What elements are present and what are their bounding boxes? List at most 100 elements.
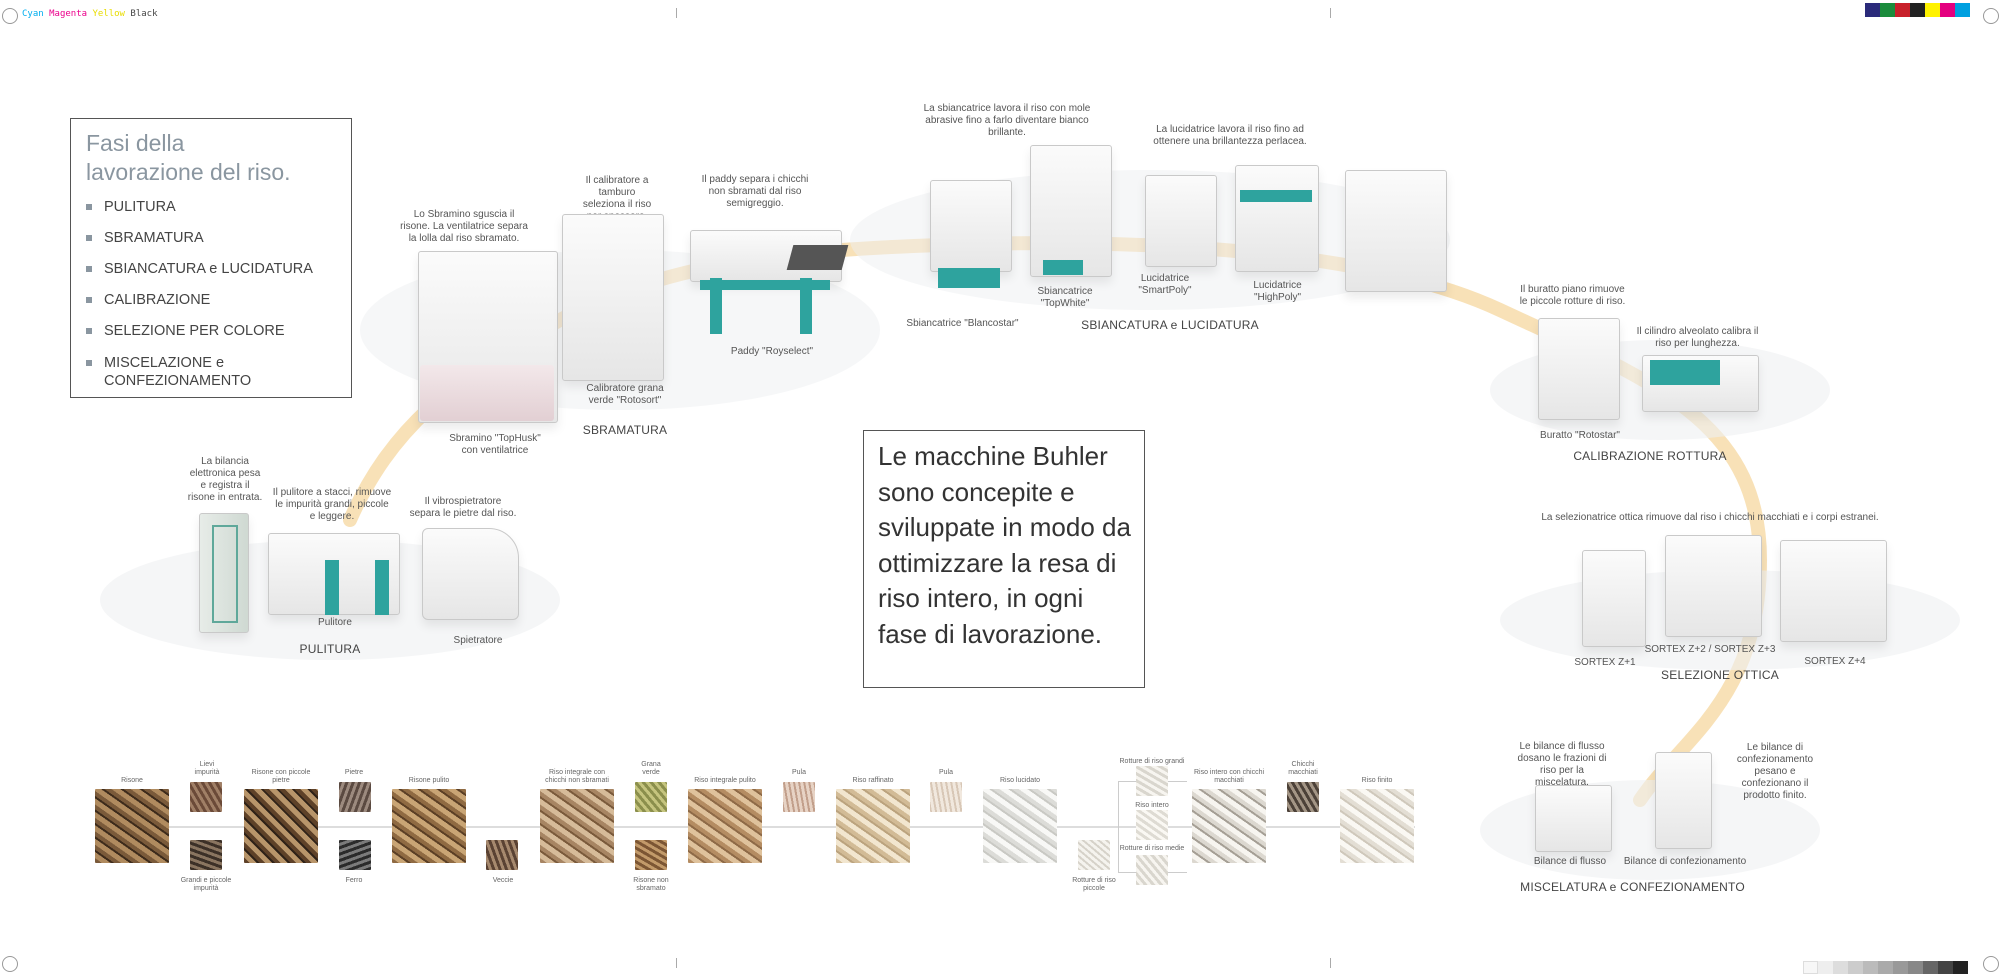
sample-label: Riso finito — [1361, 777, 1393, 784]
sample-raffinato — [836, 789, 910, 863]
sample-label: Risone — [121, 777, 143, 784]
legend-item-label: PULITURA — [104, 199, 176, 215]
sample-rotture-grandi — [1136, 766, 1168, 796]
sample-pula1 — [783, 782, 815, 812]
desc-buratto: Il buratto piano rimuove le piccole rott… — [1519, 284, 1626, 307]
sample-label: Risone con piccole pietre — [251, 769, 311, 784]
sample-label: Grana verde — [641, 761, 661, 776]
label-topwhite: Sbiancatrice "TopWhite" — [1037, 286, 1093, 309]
sample-lievi — [190, 782, 222, 812]
machine-polisher-large — [1345, 170, 1447, 292]
machine-blancostar — [930, 180, 1012, 272]
legend-item-label: CALIBRAZIONE — [104, 292, 211, 308]
sample-riso-intero — [1136, 810, 1168, 840]
sample-label: Risone pulito — [408, 777, 450, 784]
label-confezionamento: Bilance di confezionamento — [1623, 856, 1747, 867]
sample-grandi — [190, 840, 222, 870]
registration-mark-icon — [2, 8, 18, 24]
sample-risone-pulito — [392, 789, 466, 863]
crop-mark — [676, 8, 677, 18]
quote-text: Le macchine Buhler sono concepite e svil… — [878, 441, 1131, 649]
sample-integrale-non-sbramati — [540, 789, 614, 863]
desc-paddy: Il paddy separa i chicchi non sbramati d… — [701, 174, 809, 209]
label-flusso: Bilance di flusso — [1533, 856, 1607, 867]
sample-intero-macchiati — [1192, 789, 1266, 863]
sample-finito — [1340, 789, 1414, 863]
legend-item-selezione: SELEZIONE PER COLORE — [86, 323, 285, 339]
sample-label: Riso intero con chicchi macchiati — [1193, 769, 1265, 784]
sample-pietre — [339, 782, 371, 812]
label-spietratore: Spietratore — [453, 635, 503, 646]
color-bar-text: Cyan Magenta Yellow Black — [22, 9, 158, 19]
stage-sbramatura: SBRAMATURA — [582, 423, 668, 437]
machine-bilancia — [199, 513, 249, 633]
bullet-icon — [86, 266, 92, 273]
sample-risone-non-sbramato — [635, 840, 667, 870]
machine-sortex1 — [1582, 550, 1646, 647]
swatch — [1925, 3, 1940, 17]
machine-sbramino-base — [420, 365, 554, 421]
swatch — [1910, 3, 1925, 17]
machine-calibratore — [562, 214, 664, 381]
machine-spietratore — [422, 528, 519, 620]
desc-sbramino: Lo Sbramino sguscia il risone. La ventil… — [400, 209, 528, 244]
bullet-icon — [86, 328, 92, 335]
machine-pulitore-leg — [325, 560, 339, 615]
sample-label: Riso intero — [1135, 802, 1169, 809]
sample-label: Veccie — [492, 877, 514, 884]
yellow-label: Yellow — [92, 9, 125, 19]
label-calibratore: Calibratore grana verde "Rotosort" — [586, 383, 664, 406]
crop-mark — [1330, 958, 1331, 968]
registration-mark-icon — [1983, 956, 1999, 972]
sample-veccie — [486, 840, 518, 870]
sample-label: Rotture di riso medie — [1119, 845, 1185, 852]
sample-label: Pietre — [344, 769, 364, 776]
machine-bilance-conf — [1655, 752, 1712, 849]
machine-smartpoly — [1145, 175, 1217, 267]
stage-pulitura: PULITURA — [299, 642, 361, 656]
sample-label: Rotture di riso grandi — [1119, 758, 1185, 765]
label-sortex4: SORTEX Z+4 — [1804, 656, 1866, 667]
sample-label: Ferro — [345, 877, 363, 884]
machine-paddy-tray — [786, 245, 849, 270]
sample-grana-verde — [635, 782, 667, 812]
sample-pula2 — [930, 782, 962, 812]
desc-sbiancatrice: La sbiancatrice lavora il riso con mole … — [923, 103, 1091, 138]
sample-chicchi-macchiati — [1287, 782, 1319, 812]
bullet-icon — [86, 235, 92, 242]
label-blancostar: Sbiancatrice "Blancostar" — [906, 318, 1019, 329]
sample-label: Riso raffinato — [852, 777, 894, 784]
swatch — [1940, 3, 1955, 17]
machine-highpoly — [1235, 165, 1319, 272]
stage-sbiancatura: SBIANCATURA e LUCIDATURA — [1081, 318, 1259, 332]
legend-item-label-line2: CONFEZIONAMENTO — [104, 373, 252, 389]
legend-item-sbiancatura: SBIANCATURA e LUCIDATURA — [86, 261, 313, 277]
machine-bilance-flusso — [1535, 785, 1612, 852]
swatch — [1880, 3, 1895, 17]
phases-legend: Fasi della lavorazione del riso. PULITUR… — [70, 118, 352, 398]
crop-mark — [1330, 8, 1331, 18]
desc-selezionatrice: La selezionatrice ottica rimuove dal ris… — [1541, 512, 1879, 523]
machine-paddy-leg — [710, 278, 722, 334]
grey-scale-strip — [1803, 961, 1968, 974]
label-sortex1: SORTEX Z+1 — [1574, 657, 1636, 668]
machine-highpoly-panel — [1240, 190, 1312, 202]
black-label: Black — [130, 9, 158, 19]
desc-bilance-conf: Le bilance di confezionamento pesano e c… — [1736, 742, 1814, 801]
magenta-label: Magenta — [49, 9, 88, 19]
sample-ferro — [339, 840, 371, 870]
sample-label: Riso integrale con chicchi non sbramati — [545, 769, 609, 784]
sample-label: Grandi e piccole impurità — [180, 877, 232, 892]
legend-title-line2: lavorazione del riso. — [86, 159, 291, 185]
stage-selezione: SELEZIONE OTTICA — [1661, 668, 1779, 682]
desc-bilance-flusso: Le bilance di flusso dosano le frazioni … — [1517, 741, 1607, 788]
legend-item-label: SBIANCATURA e LUCIDATURA — [104, 261, 313, 277]
bullet-icon — [86, 360, 92, 367]
sample-integrale-pulito — [688, 789, 762, 863]
sample-label: Pula — [791, 769, 806, 776]
desc-cilindro: Il cilindro alveolato calibra il riso pe… — [1636, 326, 1759, 349]
label-highpoly: Lucidatrice "HighPoly" — [1253, 280, 1302, 303]
stage-miscelatura: MISCELATURA e CONFEZIONAMENTO — [1520, 880, 1745, 894]
machine-sortex4 — [1780, 540, 1887, 642]
quote-box: Le macchine Buhler sono concepite e svil… — [863, 430, 1145, 688]
